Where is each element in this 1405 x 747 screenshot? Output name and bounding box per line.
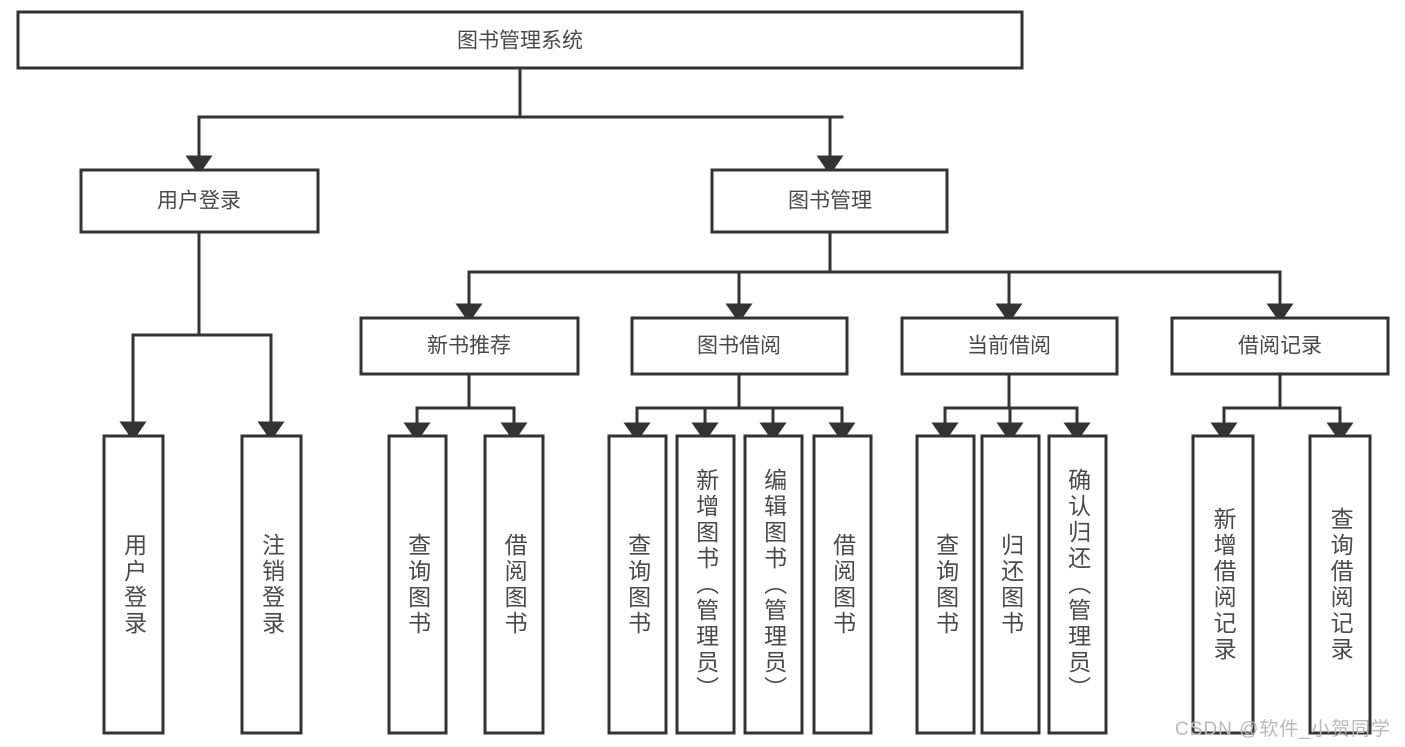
node-root-label: 图书管理系统: [457, 30, 583, 53]
node-user-login-label: 用户登录: [157, 190, 241, 213]
node-book-manage[interactable]: 图书管理: [710, 168, 949, 234]
node-current-borrow[interactable]: 当前借阅: [900, 316, 1119, 376]
node-user-login[interactable]: 用户登录: [79, 168, 320, 234]
node-leaf-user-login[interactable]: [102, 434, 165, 735]
connector-user-login-to-leaves: [119, 230, 285, 441]
node-leaf-rec-query-book[interactable]: [387, 434, 448, 735]
node-book-borrow-label: 图书借阅: [697, 335, 781, 358]
watermark-text: CSDN @软件_小贺同学: [1175, 719, 1391, 740]
node-leaf-current-confirm-return[interactable]: [1047, 434, 1108, 735]
node-leaf-borrow-edit-book[interactable]: [743, 434, 804, 735]
connector-new-book-recommend-to-leaves: [403, 372, 528, 442]
node-leaf-user-logout[interactable]: [240, 434, 303, 735]
node-leaf-record-query[interactable]: [1308, 434, 1372, 735]
node-new-book-recommend-label: 新书推荐: [427, 335, 511, 358]
node-root[interactable]: 图书管理系统: [16, 10, 1024, 70]
node-new-book-recommend[interactable]: 新书推荐: [359, 316, 580, 376]
node-leaf-borrow-query-book[interactable]: [607, 434, 668, 735]
node-leaf-rec-borrow-book[interactable]: [483, 434, 545, 735]
connector-book-borrow-to-leaves: [623, 372, 856, 442]
node-book-borrow[interactable]: 图书借阅: [630, 316, 849, 376]
node-leaf-borrow-borrow-book[interactable]: [812, 434, 873, 735]
node-leaf-record-add[interactable]: [1191, 434, 1255, 735]
connector-book-manage-to-level2: [455, 230, 1294, 323]
node-leaf-borrow-add-book[interactable]: [675, 434, 736, 735]
node-book-manage-label: 图书管理: [788, 190, 872, 213]
node-borrow-record[interactable]: 借阅记录: [1170, 316, 1390, 376]
node-leaf-current-query-book[interactable]: [915, 434, 976, 735]
connector-current-borrow-to-leaves: [931, 372, 1091, 442]
connector-root-to-level1: [185, 66, 844, 175]
node-leaf-current-return-book[interactable]: [980, 434, 1041, 735]
connector-borrow-record-to-leaves: [1210, 372, 1354, 442]
node-borrow-record-label: 借阅记录: [1238, 335, 1322, 358]
node-current-borrow-label: 当前借阅: [967, 335, 1051, 358]
